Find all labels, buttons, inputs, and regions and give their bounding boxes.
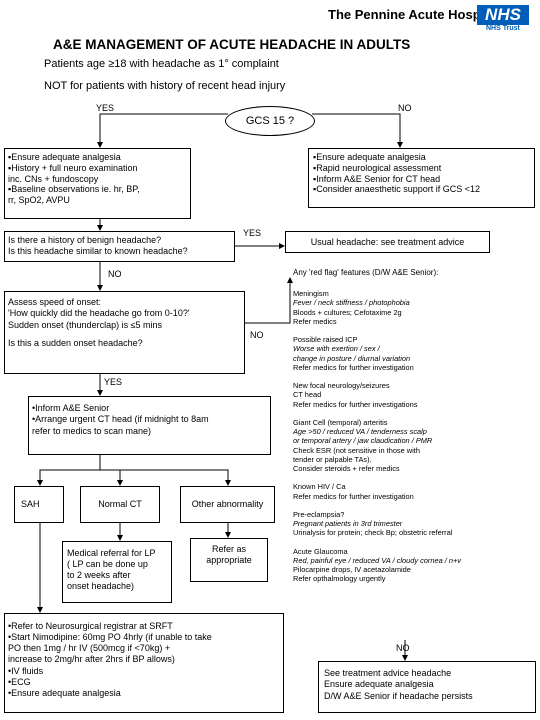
sah-management-box: •Refer to Neurosurgical registrar at SRF… <box>4 613 284 713</box>
red-flags-heading: Any 'red flag' features (D/W A&E Senior)… <box>293 268 439 277</box>
refer-appropriate-text: Refer as appropriate <box>206 544 252 565</box>
red-flag-focal-neurology: New focal neurology/seizures CT head Ref… <box>293 381 418 409</box>
normal-ct-label: Normal CT <box>98 499 142 509</box>
exclusion-text: NOT for patients with history of recent … <box>44 80 286 92</box>
gcs-no-label: NO <box>398 103 412 113</box>
urgent-ct-text: •Inform A&E Senior •Arrange urgent CT he… <box>32 403 209 436</box>
benign-no-label: NO <box>108 269 122 279</box>
speed-of-onset-box: Assess speed of onset: 'How quickly did … <box>4 291 245 374</box>
medical-referral-box: Medical referral for LP ( LP can be done… <box>62 541 172 603</box>
sah-management-text: •Refer to Neurosurgical registrar at SRF… <box>8 621 212 698</box>
red-flag-pre-eclampsia: Pre-eclampsia? Pregnant patients in 3rd … <box>293 509 453 538</box>
usual-headache-text: Usual headache: see treatment advice <box>310 237 465 247</box>
red-flags-list: Meningism Fever / neck stiffness / photo… <box>293 289 538 584</box>
sudden-yes-label: YES <box>104 377 123 387</box>
gcs-yes-label: YES <box>96 103 115 113</box>
treatment-advice-text: See treatment advice headache Ensure ade… <box>324 668 473 701</box>
other-abnormality-box: Other abnormality <box>180 486 275 523</box>
gcs-yes-text: ▪Ensure adequate analgesia ▪History + fu… <box>8 152 140 206</box>
gcs-no-box: ▪Ensure adequate analgesia ▪Rapid neurol… <box>308 148 535 208</box>
red-flag-hiv-cancer: Known HIV / Ca Refer medics for further … <box>293 482 414 501</box>
other-abnormality-label: Other abnormality <box>191 499 264 509</box>
red-flag-acute-glaucoma: Acute Glaucoma Red, painful eye / reduce… <box>293 546 461 584</box>
treatment-advice-box: See treatment advice headache Ensure ade… <box>318 661 536 713</box>
gcs-question: GCS 15 ? <box>245 115 295 127</box>
page-title: A&E MANAGEMENT OF ACUTE HEADACHE IN ADUL… <box>53 37 411 52</box>
speed-question-text: Assess speed of onset: 'How quickly did … <box>8 297 190 330</box>
scope-text: Patients age ≥18 with headache as 1° com… <box>44 58 279 70</box>
benign-headache-question: Is there a history of benign headache? I… <box>4 231 235 262</box>
gcs-decision-oval: GCS 15 ? <box>225 106 315 136</box>
benign-yes-label: YES <box>243 228 262 238</box>
gcs-no-text: ▪Ensure adequate analgesia ▪Rapid neurol… <box>313 152 481 195</box>
red-flag-giant-cell-arteritis: Giant Cell (temporal) arteritis Age >50 … <box>293 417 433 473</box>
flags-no-label: NO <box>396 643 410 653</box>
benign-question-text: Is there a history of benign headache? I… <box>8 235 188 257</box>
sudden-onset-question: Is this a sudden onset headache? <box>8 337 143 348</box>
red-flag-meningism: Meningism Fever / neck stiffness / photo… <box>293 289 410 326</box>
urgent-ct-box: •Inform A&E Senior •Arrange urgent CT he… <box>28 396 271 455</box>
refer-appropriate-box: Refer as appropriate <box>190 538 268 582</box>
gcs-yes-box: ▪Ensure adequate analgesia ▪History + fu… <box>4 148 191 219</box>
sudden-no-label: NO <box>250 330 264 340</box>
sah-box: SAH <box>14 486 64 523</box>
medical-referral-text: Medical referral for LP ( LP can be done… <box>67 548 156 591</box>
usual-headache-box: Usual headache: see treatment advice <box>285 231 490 253</box>
sah-label: SAH <box>21 499 40 509</box>
nhs-trust-subtitle: NHS Trust <box>486 25 520 32</box>
red-flag-raised-icp: Possible raised ICP Worse with exertion … <box>293 335 414 372</box>
normal-ct-box: Normal CT <box>80 486 160 523</box>
nhs-logo: NHS <box>477 5 529 25</box>
